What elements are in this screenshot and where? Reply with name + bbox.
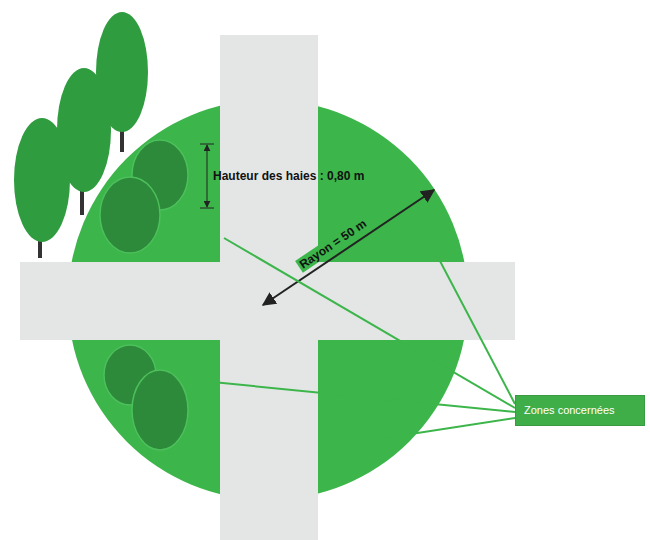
leader-lines bbox=[192, 238, 515, 440]
dimension-label: Hauteur des haies : 0,80 m bbox=[213, 169, 364, 183]
height-dimension bbox=[207, 145, 208, 207]
hedges bbox=[100, 140, 188, 450]
legend-box: Zones concernées bbox=[515, 395, 645, 426]
box-text: Zones concernées bbox=[524, 404, 636, 417]
radius-arrow bbox=[263, 190, 434, 305]
